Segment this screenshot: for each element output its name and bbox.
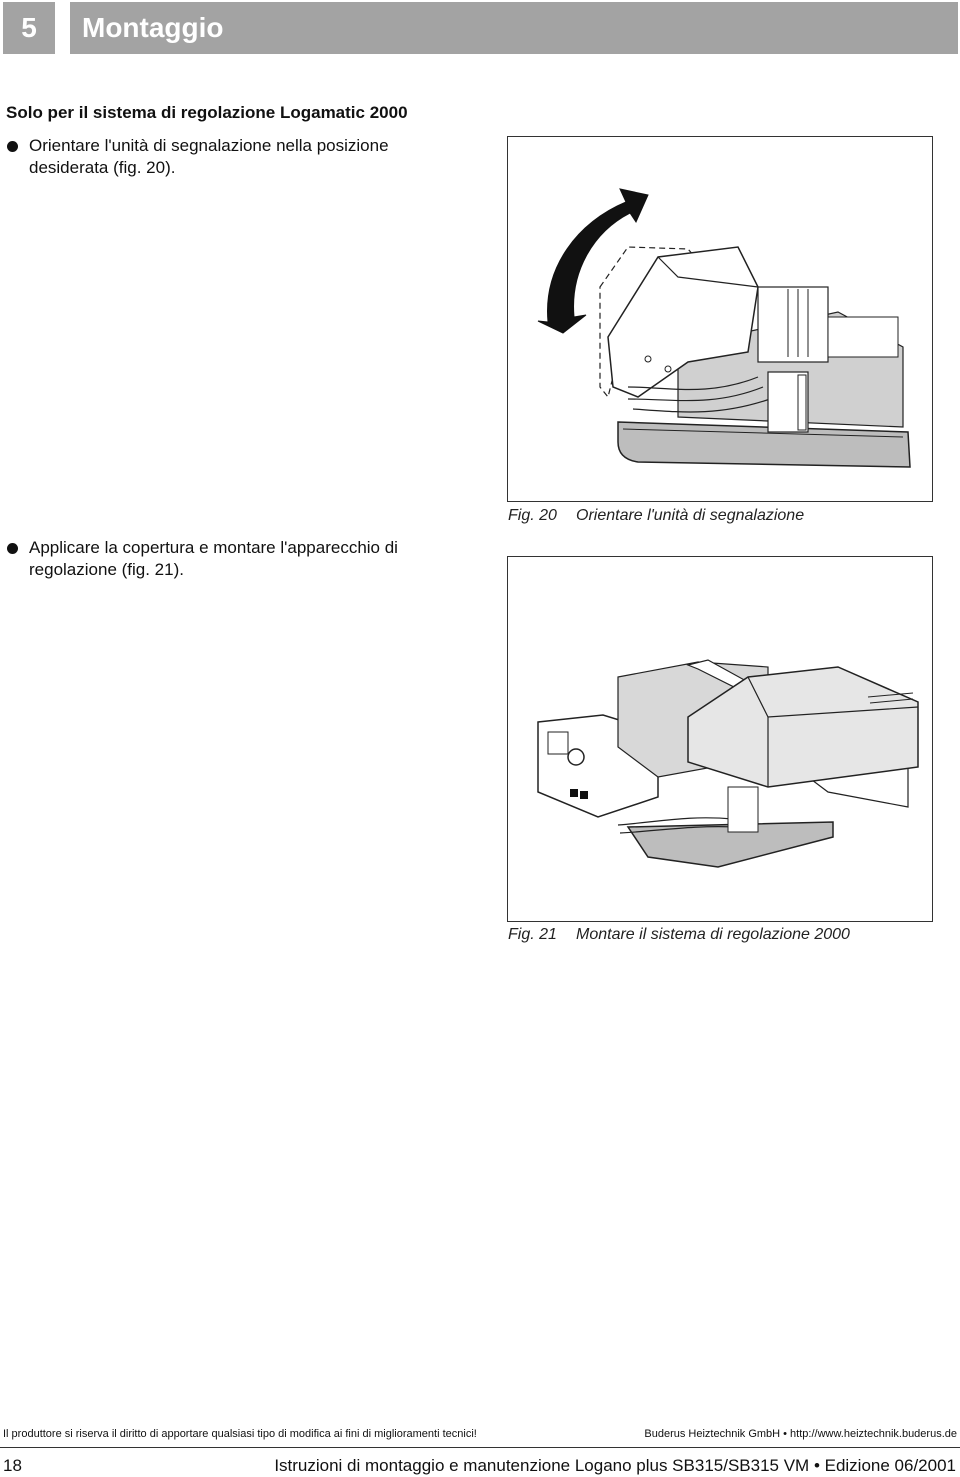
base-tray xyxy=(617,421,911,468)
bullet-item: Orientare l'unità di segnalazione nella … xyxy=(6,135,456,179)
figure-number: Fig. 21 xyxy=(508,926,557,943)
footer-divider xyxy=(0,1447,960,1448)
page-number: 18 xyxy=(3,1456,22,1475)
figure-caption-text: Orientare l'unità di segnalazione xyxy=(576,507,805,524)
controller-assembly-illustration xyxy=(537,659,919,868)
footer-company: Buderus Heiztechnik GmbH • http://www.he… xyxy=(644,1428,957,1440)
figure-20-box xyxy=(507,136,933,502)
bullet-text: Applicare la copertura e montare l'appar… xyxy=(29,538,398,579)
bullet-item: Applicare la copertura e montare l'appar… xyxy=(6,537,456,581)
figure-21-box xyxy=(507,556,933,922)
controller-cover xyxy=(687,666,919,788)
footer-disclaimer: Il produttore si riserva il diritto di a… xyxy=(3,1428,477,1440)
figure-20-caption: Fig. 20 Orientare l'unità di segnalazione xyxy=(508,507,804,525)
section-heading: Solo per il sistema di regolazione Logam… xyxy=(6,103,408,122)
figure-number: Fig. 20 xyxy=(508,507,557,524)
bullet-text: Orientare l'unità di segnalazione nella … xyxy=(29,136,389,177)
figure-caption-text: Montare il sistema di regolazione 2000 xyxy=(576,926,850,943)
bullet-icon xyxy=(7,141,18,152)
document-title: Istruzioni di montaggio e manutenzione L… xyxy=(274,1456,956,1475)
figure-21-caption: Fig. 21 Montare il sistema di regolazione… xyxy=(508,926,850,944)
bullet-icon xyxy=(7,543,18,554)
rotation-arrow-icon xyxy=(537,188,649,334)
signal-unit-rotation-illustration xyxy=(537,188,911,468)
base-tray xyxy=(626,821,834,868)
chapter-number: 5 xyxy=(3,2,55,54)
chapter-title: Montaggio xyxy=(70,2,958,54)
